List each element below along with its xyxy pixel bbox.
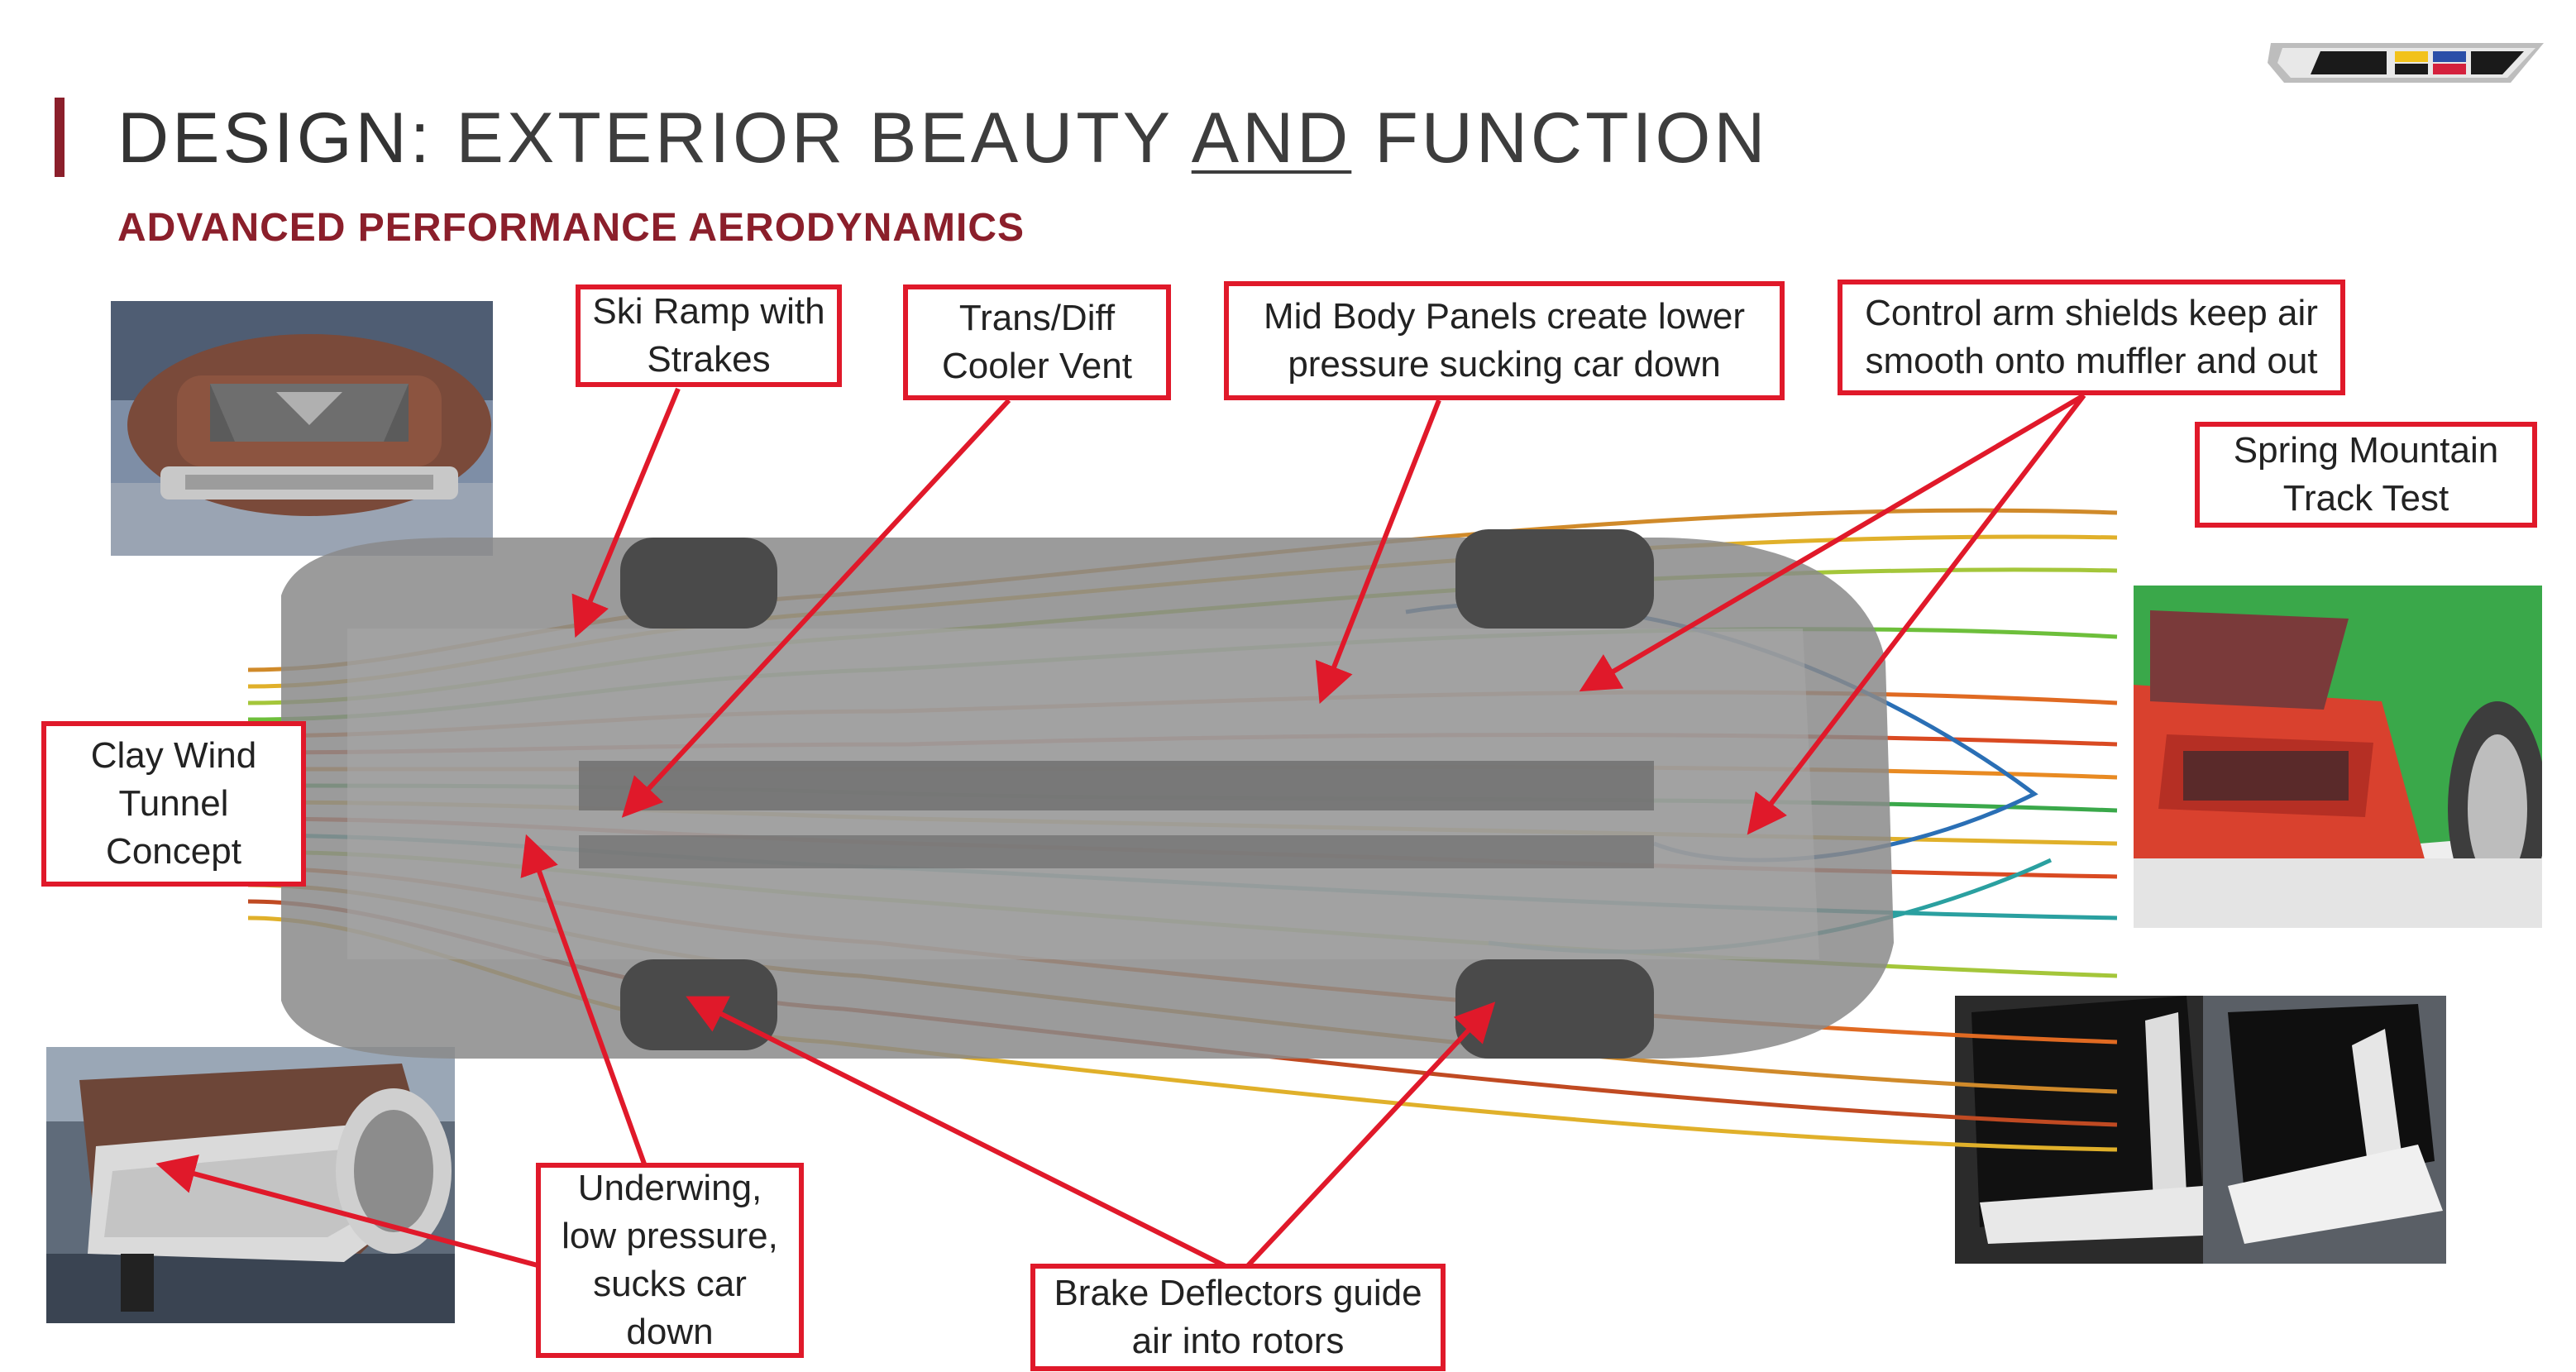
callout-mid-body: Mid Body Panels create lower pressure su… xyxy=(1224,281,1785,400)
title-accent-bar xyxy=(55,98,65,177)
callout-control-arm: Control arm shields keep air smooth onto… xyxy=(1838,280,2345,395)
callout-underwing: Underwing, low pressure, sucks car down xyxy=(536,1163,804,1358)
callout-spring-mountain: Spring Mountain Track Test xyxy=(2195,422,2537,528)
callout-trans-diff: Trans/Diff Cooler Vent xyxy=(903,284,1171,400)
brand-v-logo-icon xyxy=(2268,43,2544,83)
title-bold: DESIGN: xyxy=(117,98,433,178)
page-title: DESIGN: EXTERIOR BEAUTY AND FUNCTION xyxy=(117,93,1768,184)
callout-brake-deflectors: Brake Deflectors guide air into rotors xyxy=(1030,1264,1446,1371)
title-part2: FUNCTION xyxy=(1351,98,1769,178)
page-subtitle: ADVANCED PERFORMANCE AERODYNAMICS xyxy=(117,206,1025,250)
callout-ski-ramp: Ski Ramp with Strakes xyxy=(576,284,842,387)
brake-deflector-photo xyxy=(1955,996,2446,1264)
title-underlined: AND xyxy=(1191,98,1352,178)
track-test-photo xyxy=(2134,586,2542,928)
callout-clay-wind: Clay Wind Tunnel Concept xyxy=(41,721,306,887)
title-part1: EXTERIOR BEAUTY xyxy=(433,98,1192,178)
car-underbody-cfd-diagram xyxy=(248,508,2118,1152)
